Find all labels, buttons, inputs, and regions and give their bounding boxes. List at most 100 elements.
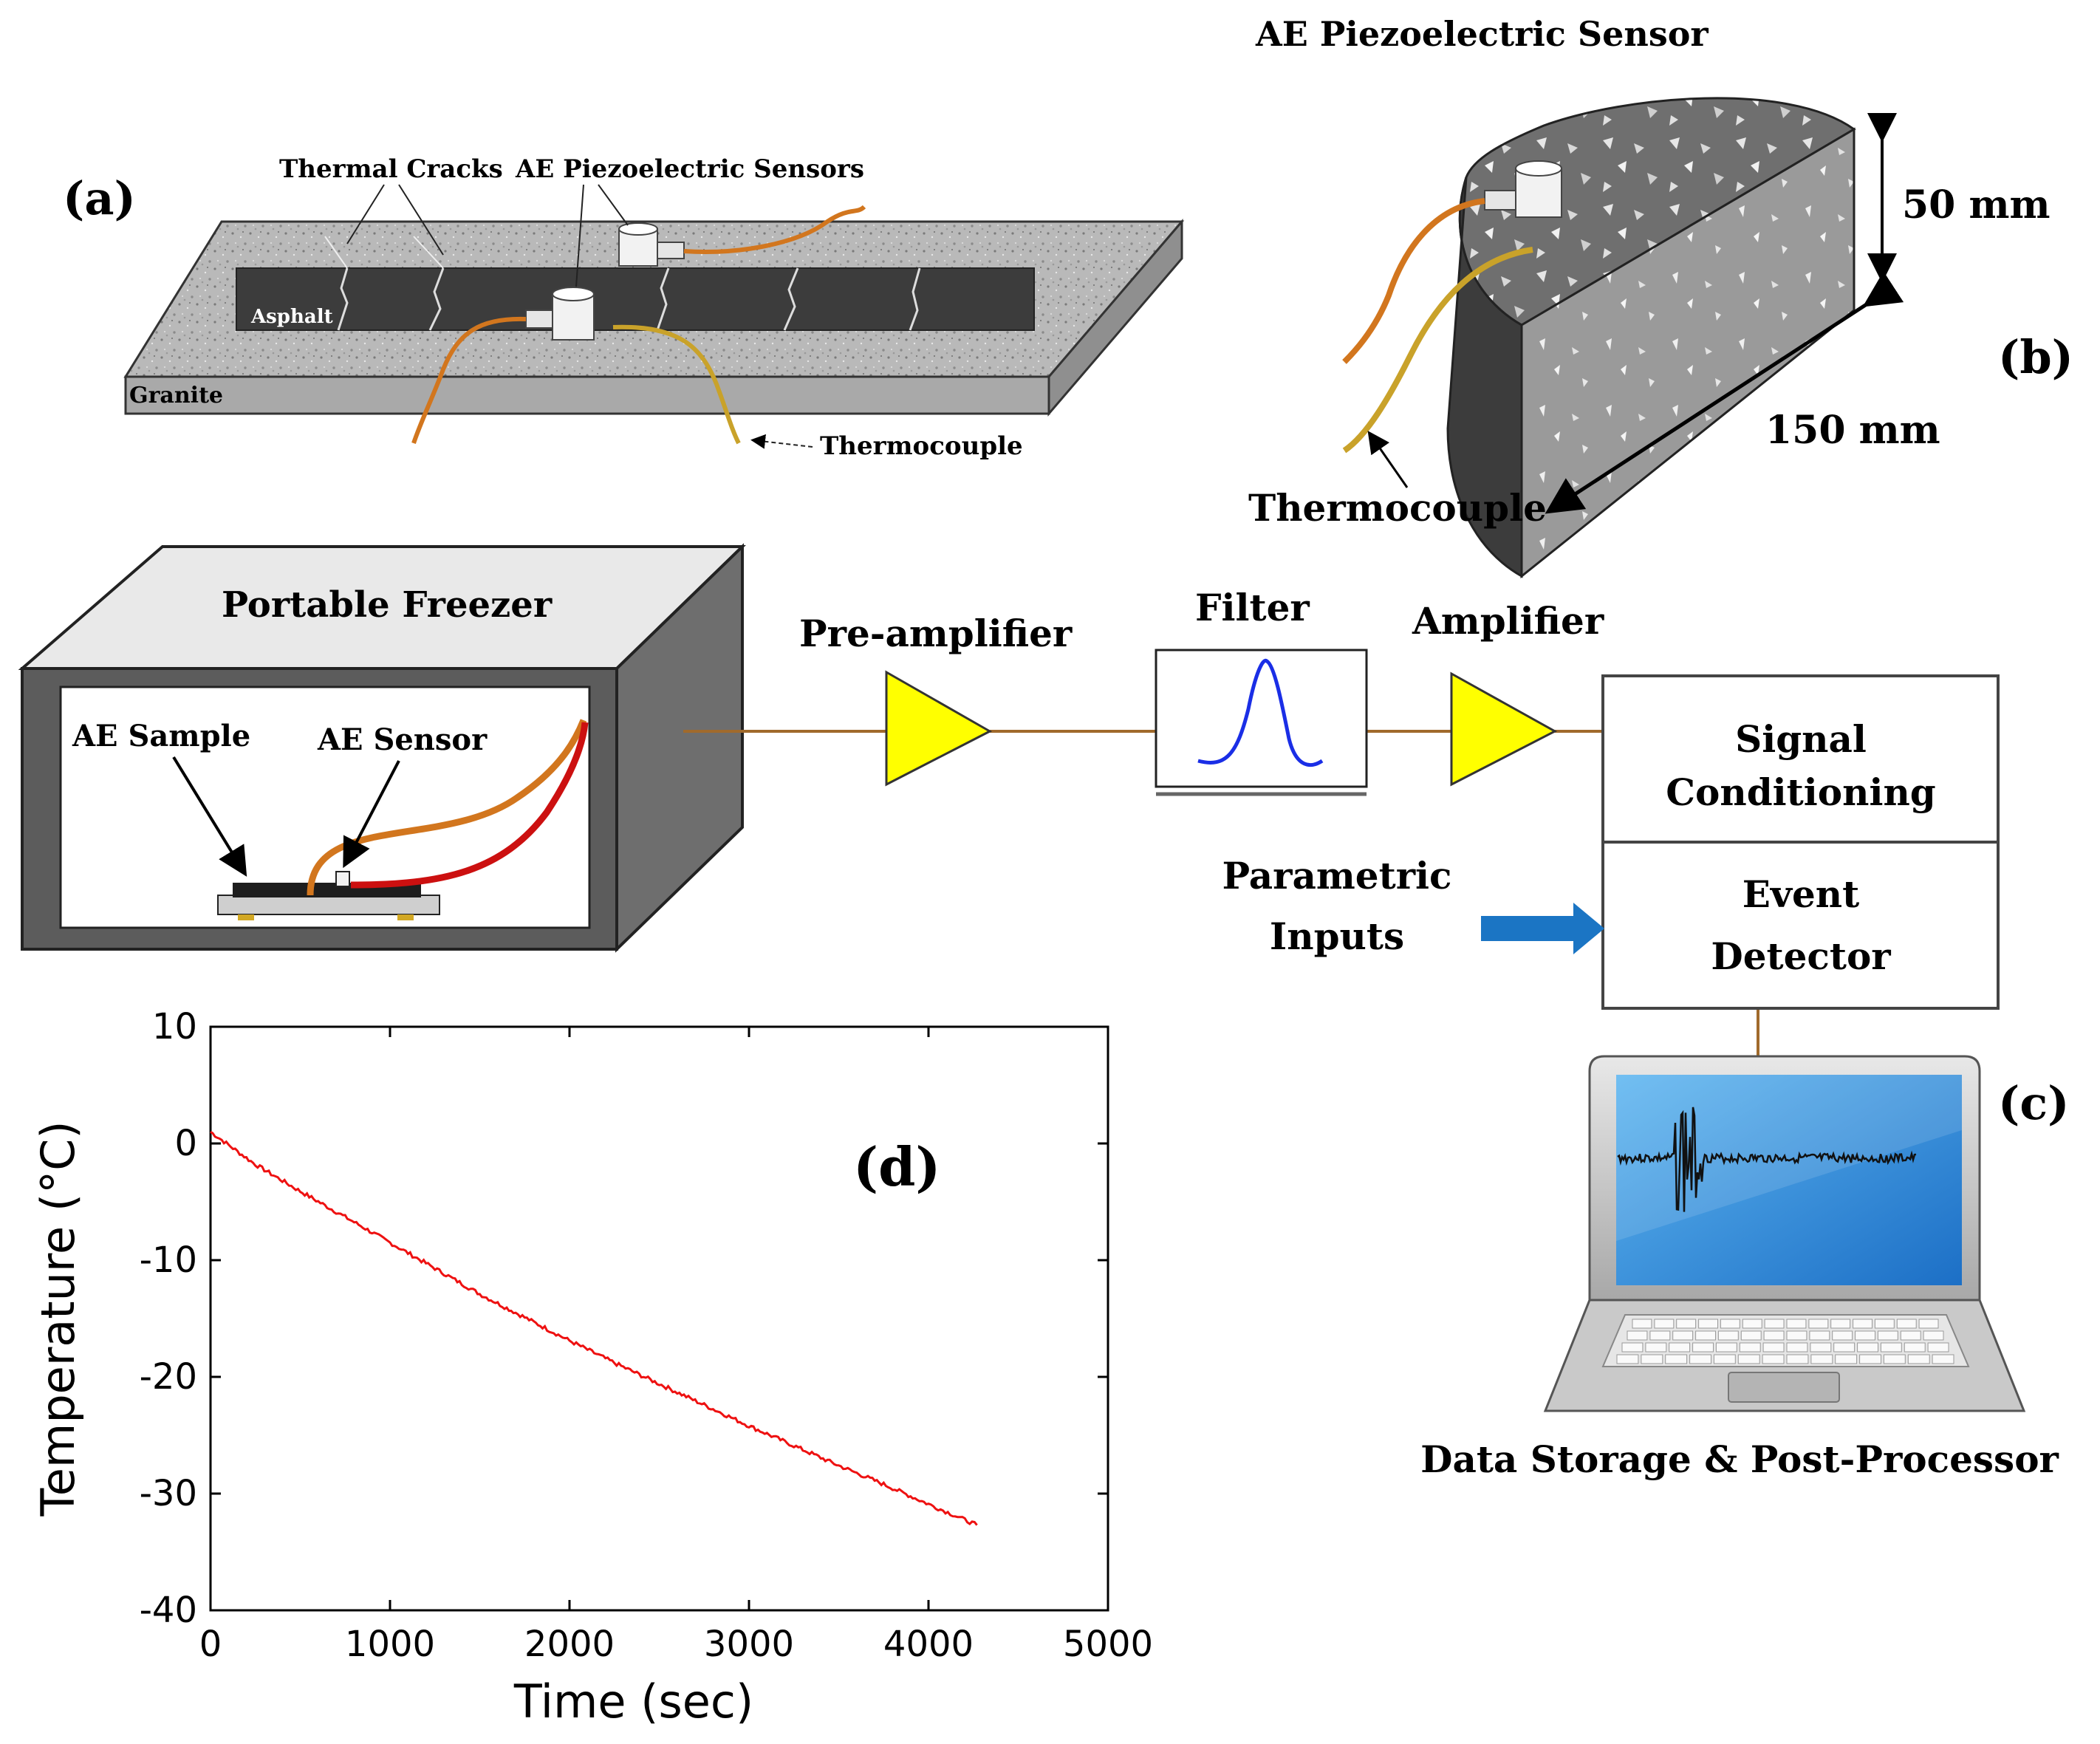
temperature-series-line: [210, 1131, 978, 1526]
laptop-key: [1764, 1319, 1785, 1329]
laptop-key: [1853, 1319, 1873, 1329]
signal-conditioning-box: [1601, 674, 2000, 844]
laptop-key: [1810, 1354, 1833, 1364]
y-tick-label: -40: [140, 1590, 197, 1631]
y-tick-label: -20: [140, 1356, 197, 1398]
laptop-key: [1740, 1330, 1762, 1341]
event-label-1: Event: [1742, 872, 1859, 916]
laptop-key: [1641, 1354, 1663, 1364]
panel-d-tag: (d): [853, 1135, 940, 1198]
filter-label: Filter: [1195, 586, 1310, 629]
pre-amplifier-label: Pre-amplifier: [799, 612, 1073, 655]
sample-stand: [217, 895, 440, 915]
laptop-key: [1742, 1319, 1762, 1329]
freezer-cable-orange: [307, 719, 587, 896]
leader-cracks-2: [398, 184, 444, 256]
asphalt-label: Asphalt: [250, 306, 333, 328]
laptop-key: [1621, 1342, 1644, 1353]
parametric-arrow-icon: [1481, 903, 1604, 954]
ae-sensor-label: AE Sensor: [317, 722, 488, 757]
x-tick-label: 1000: [345, 1624, 435, 1665]
crack-4: [783, 267, 799, 331]
asphalt-beam: [236, 267, 1035, 331]
signal-label-2: Conditioning: [1666, 770, 1936, 814]
y-tick-label: 0: [174, 1123, 197, 1164]
x-axis-label: Time (sec): [513, 1675, 753, 1728]
sensor-b-cable: [1342, 198, 1485, 364]
thermocouple-a-label: Thermocouple: [820, 431, 1023, 461]
sensor-back: [618, 222, 685, 267]
crack-2: [428, 267, 445, 331]
stand-foot-left: [238, 914, 254, 920]
laptop-key: [1835, 1354, 1858, 1364]
laptop-touchpad: [1728, 1372, 1840, 1403]
panel-b-tag: (b): [1998, 330, 2073, 384]
laptop-key: [1713, 1354, 1736, 1364]
laptop-key: [1883, 1354, 1906, 1364]
laptop-key: [1877, 1330, 1898, 1341]
laptop-key: [1786, 1342, 1808, 1353]
amplifier-label: Amplifier: [1412, 599, 1604, 643]
event-detector-box: [1601, 841, 2000, 1010]
ae-sample-leader: [172, 756, 247, 877]
x-tick-label: 0: [199, 1624, 222, 1665]
panel-c: Portable Freezer AE Sample AE Sensor Pre…: [18, 543, 2069, 1481]
leader-cracks-1: [346, 184, 385, 244]
y-ticks: 100-10-20-30-40: [140, 1006, 1108, 1631]
laptop-keys: [1616, 1319, 1954, 1364]
laptop-key: [1830, 1319, 1851, 1329]
crack-granite-1: [324, 236, 348, 269]
laptop-key: [1762, 1342, 1785, 1353]
thermal-cracks-label: Thermal Cracks: [279, 154, 503, 184]
laptop-key: [1874, 1319, 1895, 1329]
freezer-cable-red: [350, 722, 589, 889]
crack-granite-2: [413, 236, 444, 269]
ae-sensor-b-label: AE Piezoelectric Sensor: [1255, 14, 1709, 54]
parametric-label-1: Parametric: [1222, 854, 1452, 897]
laptop-key: [1692, 1342, 1714, 1353]
x-tick-label: 5000: [1063, 1624, 1153, 1665]
laptop-key: [1880, 1342, 1902, 1353]
laptop-key: [1698, 1319, 1719, 1329]
laptop-key: [1918, 1319, 1939, 1329]
parametric-label-2: Inputs: [1270, 914, 1404, 958]
x-tick-label: 4000: [883, 1624, 974, 1665]
laptop-key: [1809, 1330, 1830, 1341]
granite-slab-front: [124, 375, 1050, 415]
laptop-key: [1689, 1354, 1712, 1364]
stand-foot-right: [397, 914, 414, 920]
laptop-key: [1833, 1342, 1856, 1353]
laptop-key: [1616, 1354, 1639, 1364]
laptop-key: [1676, 1319, 1697, 1329]
pre-amplifier-triangle: [885, 670, 993, 787]
freezer-label: Portable Freezer: [222, 584, 553, 626]
sensor-front-cable: [411, 316, 527, 444]
laptop-key: [1904, 1342, 1926, 1353]
ae-sensor-small: [335, 871, 350, 887]
laptop-key: [1855, 1330, 1876, 1341]
storage-label: Data Storage & Post-Processor: [1420, 1437, 2059, 1481]
laptop-key: [1695, 1330, 1717, 1341]
laptop-key: [1786, 1354, 1809, 1364]
laptop-key: [1832, 1330, 1853, 1341]
laptop-key: [1923, 1330, 1944, 1341]
laptop-key: [1786, 1330, 1807, 1341]
laptop-key: [1715, 1342, 1737, 1353]
laptop-key: [1627, 1330, 1648, 1341]
laptop-key: [1859, 1354, 1882, 1364]
laptop-key: [1932, 1354, 1954, 1364]
laptop-key: [1720, 1319, 1740, 1329]
sensor-b: [1484, 160, 1562, 218]
crack-1: [337, 267, 349, 331]
y-tick-label: 10: [152, 1006, 197, 1047]
y-tick-label: -10: [140, 1239, 197, 1281]
crack-3: [656, 267, 670, 331]
thermocouple-b-cable: [1342, 247, 1533, 454]
thermocouple-a-cable: [612, 324, 741, 445]
laptop-key: [1808, 1319, 1829, 1329]
laptop-key: [1645, 1342, 1667, 1353]
y-axis-label: Temperature (°C): [31, 1121, 85, 1516]
laptop-key: [1927, 1342, 1949, 1353]
